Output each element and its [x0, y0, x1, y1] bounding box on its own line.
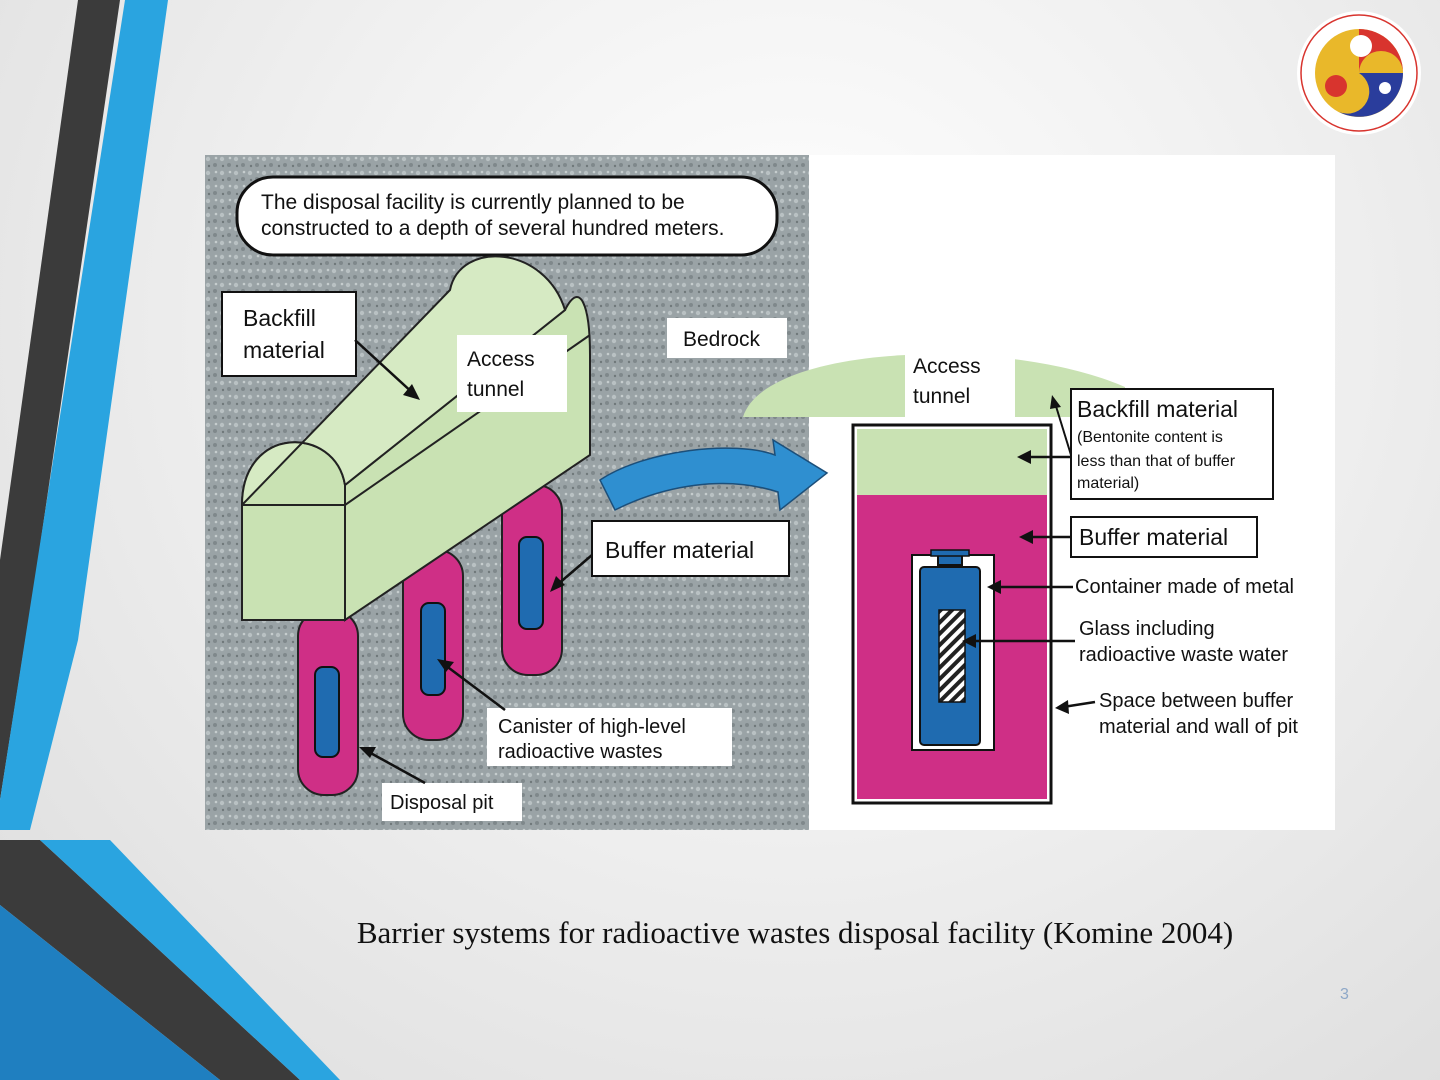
access-tunnel-label-line2: tunnel — [467, 378, 524, 401]
transition-arrow — [599, 438, 829, 512]
dark-stripe-top — [0, 0, 120, 800]
access-tunnel-right-label-line1: Access — [913, 355, 981, 378]
disposal-pits — [297, 484, 563, 796]
space-label-line1: Space between buffer — [1099, 690, 1294, 712]
access-tunnel-right-label-line2: tunnel — [913, 385, 970, 408]
barrier-system-figure: The disposal facility is currently plann… — [205, 155, 1335, 830]
backfill-right-note-line2: less than that of buffer — [1077, 453, 1236, 470]
space-label-line2: material and wall of pit — [1099, 716, 1298, 738]
buffer-right-box — [1070, 516, 1258, 558]
top-note-line1: The disposal facility is currently plann… — [261, 191, 685, 214]
backfill-label-line1: Backfill — [243, 305, 316, 331]
backfill-right-title: Backfill material — [1077, 396, 1238, 422]
figure-caption: Barrier systems for radioactive wastes d… — [356, 915, 1234, 950]
page-number: 3 — [1340, 986, 1349, 1003]
buffer-label: Buffer material — [605, 537, 754, 563]
access-tunnel-label-box — [457, 335, 567, 412]
backfill-label-line2: material — [243, 337, 325, 363]
backfill-right-box — [1070, 388, 1274, 500]
disposal-pit-label: Disposal pit — [390, 792, 494, 814]
canister-label-line2: radioactive wastes — [498, 741, 663, 763]
container-label: Container made of metal — [1075, 576, 1294, 598]
top-note-line2: constructed to a depth of several hundre… — [261, 217, 724, 240]
glass-label-line2: radioactive waste water — [1079, 644, 1288, 666]
disposal-pit-label-box — [382, 783, 522, 821]
glass-label-line1: Glass including — [1079, 618, 1215, 640]
bedrock-label-box — [667, 318, 787, 358]
blue-stripe-bottom — [0, 905, 220, 1080]
blue-stripe-top — [0, 0, 168, 830]
buffer-label-box — [591, 520, 790, 577]
canister-label-line1: Canister of high-level — [498, 716, 686, 738]
backfill-label-box — [221, 291, 357, 377]
buffer-right-label: Buffer material — [1079, 524, 1228, 550]
access-tunnel-right-label-bg — [905, 347, 1015, 417]
backfill-right-note-line3: material) — [1077, 475, 1139, 492]
bedrock-label: Bedrock — [683, 328, 761, 351]
pit-cross-section — [851, 423, 1053, 805]
canister-label-box — [487, 708, 732, 766]
access-tunnel-label-line1: Access — [467, 348, 535, 371]
backfill-right-note-line1: (Bentonite content is — [1077, 429, 1223, 446]
dark-stripe-bottom — [0, 840, 300, 1080]
blue-stripe-bottom-light — [40, 840, 340, 1080]
institute-logo — [1297, 11, 1421, 135]
top-note-box — [235, 175, 779, 257]
